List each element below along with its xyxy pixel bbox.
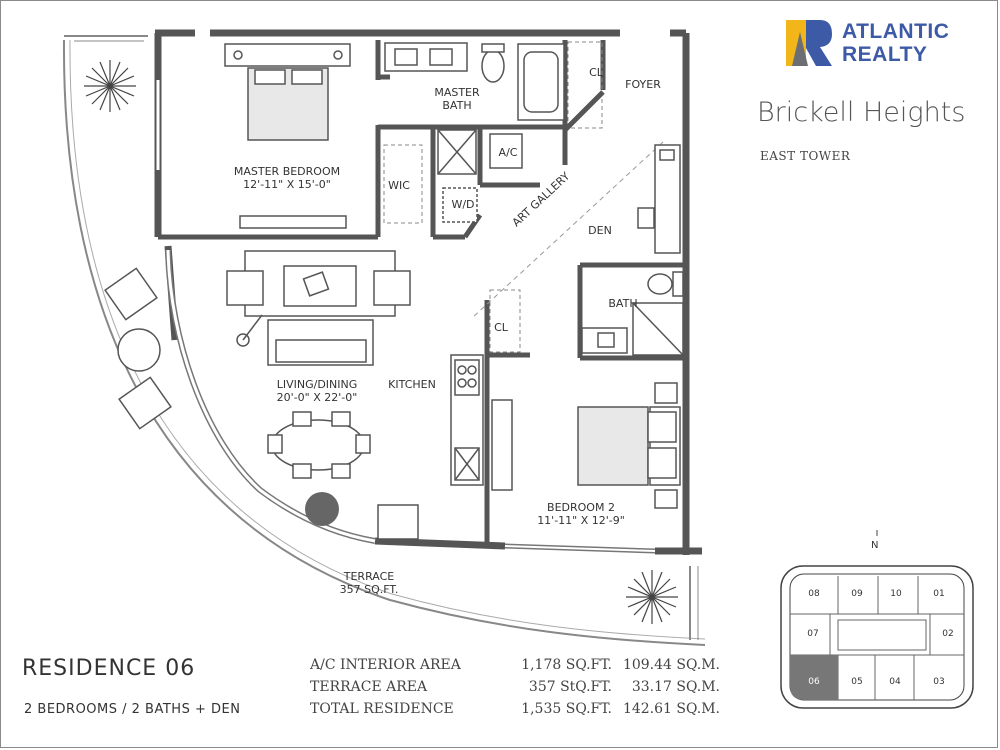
key-plan-unit-highlighted: 06: [808, 677, 820, 687]
north-indicator: N: [871, 540, 879, 551]
brand-name-line1: ATLANTIC: [842, 20, 950, 43]
key-plan-unit: 07: [807, 629, 819, 639]
master-bedroom-label: MASTER BEDROOM 12'-11" X 15'-0": [233, 165, 341, 191]
bath-label: BATH: [608, 297, 638, 310]
living-dining-label: LIVING/DINING 20'-0" X 22'-0": [276, 378, 358, 404]
terrace-label: TERRACE 357 SQ.FT.: [339, 570, 399, 596]
art-gallery-line: [471, 141, 664, 319]
brand-name-line2: REALTY: [842, 43, 928, 66]
kitchen-counter: [377, 354, 484, 540]
ac-label: A/C: [498, 146, 518, 159]
key-plan-unit: 09: [851, 589, 863, 599]
den-desk: [637, 144, 681, 254]
bed2: [491, 382, 681, 509]
master-bath-fixtures: [384, 42, 565, 175]
wic-shelves: [383, 144, 423, 224]
plant-bottom: [626, 570, 678, 624]
residence-subtitle: 2 BEDROOMS / 2 BATHS + DEN: [24, 702, 241, 717]
key-plan-unit: 02: [942, 629, 954, 639]
area-sqft: 1,178 SQ.FT.: [521, 657, 612, 673]
living-furniture: [226, 250, 411, 479]
project-name: Brickell Heights: [757, 97, 966, 128]
area-name: TOTAL RESIDENCE: [310, 701, 454, 717]
bedroom-2-label: BEDROOM 2 11'-11" X 12'-9": [537, 501, 625, 527]
terrace-outline: [62, 39, 706, 646]
foyer-label: FOYER: [625, 78, 661, 91]
column: [305, 492, 339, 526]
key-plan: [780, 530, 974, 709]
area-sqm: 109.44 SQ.M.: [622, 657, 720, 673]
key-plan-unit: 01: [933, 589, 945, 599]
master-bed: [224, 43, 351, 141]
closet: [567, 41, 603, 129]
master-bath-label: MASTER BATH: [434, 86, 480, 112]
key-plan-unit: 08: [808, 589, 820, 599]
area-row: TERRACE AREA 357 StQ.FT. 33.17 SQ.M.: [310, 679, 720, 701]
interior-walls: [158, 40, 686, 547]
key-plan-unit: 10: [890, 589, 902, 599]
bath2-fixtures: [581, 271, 684, 356]
area-sqm: 142.61 SQ.M.: [622, 701, 720, 717]
atlantic-realty-logo-icon: [786, 20, 832, 66]
key-plan-unit: 04: [889, 677, 901, 687]
area-row: A/C INTERIOR AREA 1,178 SQ.FT. 109.44 SQ…: [310, 657, 720, 679]
terrace-furniture: [104, 267, 172, 430]
key-plan-unit: 05: [851, 677, 863, 687]
brand-name: ATLANTIC REALTY: [842, 20, 949, 66]
area-sqft: 357 StQ.FT.: [528, 679, 612, 695]
area-name: A/C INTERIOR AREA: [310, 657, 461, 673]
closet-label: CL: [589, 66, 603, 79]
area-sqm: 33.17 SQ.M.: [631, 679, 720, 695]
residence-title: RESIDENCE 06: [22, 656, 196, 681]
terrace-outline-inner: [69, 39, 706, 640]
wd-label: W/D: [451, 198, 475, 211]
key-plan-highlight: [790, 655, 838, 700]
key-plan-unit: 03: [933, 677, 945, 687]
wic-label: WIC: [388, 179, 410, 192]
tower-name: EAST TOWER: [760, 149, 851, 163]
closet-2-label: CL: [494, 321, 508, 334]
area-sqft: 1,535 SQ.FT.: [521, 701, 612, 717]
kitchen-label: KITCHEN: [388, 378, 436, 391]
plant-top: [84, 60, 136, 112]
area-name: TERRACE AREA: [310, 679, 428, 695]
den-label: DEN: [588, 224, 612, 237]
area-table: A/C INTERIOR AREA 1,178 SQ.FT. 109.44 SQ…: [310, 657, 720, 723]
area-row: TOTAL RESIDENCE 1,535 SQ.FT. 142.61 SQ.M…: [310, 701, 720, 723]
dresser: [239, 215, 347, 229]
